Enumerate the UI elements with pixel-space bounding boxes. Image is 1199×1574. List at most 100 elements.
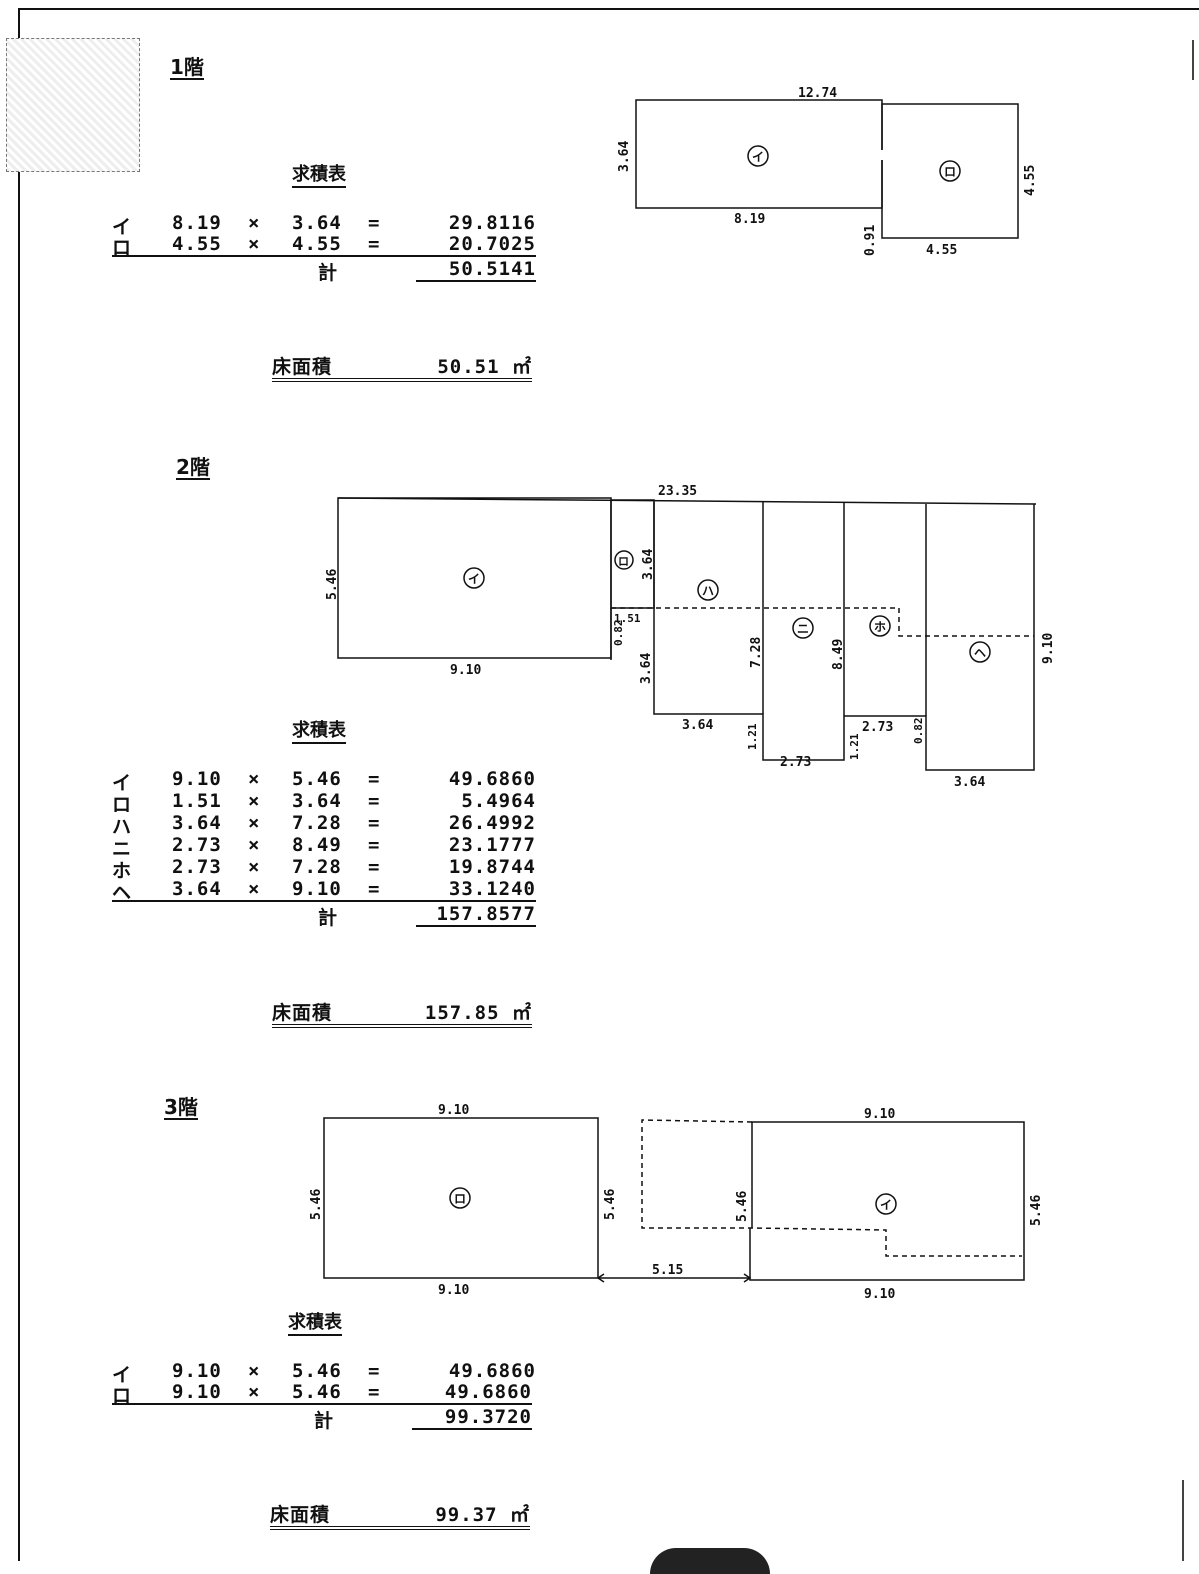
- plan3-dim-i-top: 9.10: [864, 1107, 895, 1122]
- floor-1-row: ロ 4.55 × 4.55 = 20.7025: [112, 233, 536, 259]
- row-symbol: イ: [112, 1364, 133, 1386]
- plan2-dim-121-b: 1.21: [848, 733, 861, 760]
- plan2-dim-ha-width: 3.64: [682, 718, 713, 733]
- diagram-floor-2: 23.35 5.46 9.10 1.51 3.64 0.82 3.64 3.64…: [325, 484, 1056, 790]
- floor-2-label: 2階: [176, 455, 210, 480]
- floor-3-label: 3階: [164, 1095, 198, 1120]
- plan2-symbol-i-circle: [463, 567, 485, 589]
- plan3-dim-ro-top: 9.10: [438, 1103, 469, 1118]
- row-symbol: ロ: [112, 794, 133, 816]
- floor-2-total: 計 157.8577: [318, 903, 536, 929]
- plan2-dim-i-height: 5.46: [325, 569, 340, 600]
- plan2-dim-he-width: 3.64: [954, 775, 985, 790]
- row-symbol: イ: [112, 216, 133, 238]
- diagram-floor-3: 9.10 9.10 5.46 5.46 5.15 9.10 9.10 5.46 …: [309, 1103, 1044, 1302]
- plan2-dim-i-width: 9.10: [450, 663, 481, 678]
- plan3-symbol-ro: ロ: [454, 1192, 466, 1206]
- plan1-dim-i-height: 3.64: [617, 141, 632, 172]
- plan2-symbol-ha-circle: [697, 579, 719, 601]
- floor-3-floor-area: 床面積 99.37 ㎡: [270, 1500, 530, 1530]
- row-symbol: ホ: [112, 860, 133, 882]
- floor-1-floor-area: 床面積 50.51 ㎡: [272, 352, 532, 382]
- frame-top-border: [18, 8, 1199, 10]
- plan3-dim-i-left: 5.46: [735, 1191, 750, 1222]
- plan1-dim-ro-width: 4.55: [926, 243, 957, 258]
- plan2-symbol-ro-circle: [614, 550, 634, 570]
- diagram-floor-1: 12.74 3.64 8.19 0.91 4.55 4.55 イ ロ: [617, 86, 1038, 258]
- plan2-dim-ro-width: 1.51: [614, 612, 641, 625]
- frame-left-border: [18, 8, 20, 1561]
- plan2-symbol-ha: ハ: [702, 584, 714, 598]
- plan3-dim-gap: 5.15: [652, 1263, 683, 1278]
- plan2-dim-082: 0.82: [612, 620, 625, 647]
- plan2-symbol-i: イ: [468, 572, 480, 586]
- plan2-dim-082-b: 0.82: [912, 718, 925, 745]
- row-symbol: ロ: [112, 1385, 133, 1407]
- plan2-dim-ro-height: 3.64: [641, 549, 656, 580]
- plan2-dim-ha-height: 7.28: [749, 637, 764, 668]
- plan2-dim-he-height: 9.10: [1041, 633, 1056, 664]
- plan2-symbol-ni-circle: [792, 617, 814, 639]
- plan1-symbol-ro-circle: [939, 160, 961, 182]
- floor-3-row: ロ 9.10 × 5.46 = 49.6860: [112, 1381, 532, 1407]
- plan1-symbol-ro: ロ: [944, 165, 956, 179]
- plan1-symbol-i: イ: [752, 150, 764, 164]
- plan2-symbol-ho: ホ: [874, 620, 886, 634]
- plan3-arrow-left: [596, 1273, 605, 1283]
- floor-2-row: ホ 2.73 × 7.28 = 19.8744: [112, 856, 536, 882]
- frame-right-mark-bottom: [1182, 1480, 1184, 1561]
- plan2-symbol-ni: ニ: [797, 622, 809, 636]
- plan3-symbol-i: イ: [880, 1198, 892, 1212]
- plan2-top-line: [337, 497, 1037, 505]
- floor-1-row: イ 8.19 × 3.64 = 29.8116: [112, 212, 536, 238]
- floor-2-table-header: 求積表: [292, 720, 346, 744]
- floor-3-row: イ 9.10 × 5.46 = 49.6860: [112, 1360, 536, 1386]
- plan3-dim-i-bottom: 9.10: [864, 1287, 895, 1302]
- plan2-dim-ni-height: 8.49: [831, 639, 846, 670]
- plan3-dim-ro-left: 5.46: [309, 1189, 324, 1220]
- plan3-arrow-right: [743, 1273, 752, 1283]
- floor-3-table-header: 求積表: [288, 1312, 342, 1336]
- plan2-symbol-ho-circle: [869, 615, 891, 637]
- floor-2-row: ニ 2.73 × 8.49 = 23.1777: [112, 834, 536, 860]
- plan1-dim-ro-height: 4.55: [1023, 165, 1038, 196]
- plan3-dim-i-right: 5.46: [1029, 1195, 1044, 1226]
- plan2-symbol-he-circle: [969, 641, 991, 663]
- seal-stamp: [6, 38, 140, 172]
- plan1-area-ro: [881, 103, 1019, 239]
- floor-2-row: ロ 1.51 × 3.64 = 5.4964: [112, 790, 536, 816]
- plan3-symbol-i-circle: [875, 1193, 897, 1215]
- plan2-symbol-ro: ロ: [618, 555, 629, 568]
- plan3-dashed-line: [641, 1119, 1022, 1257]
- plan1-dim-overall: 12.74: [798, 86, 837, 101]
- plan3-area-ro: [323, 1117, 599, 1279]
- plan2-symbol-he: ヘ: [974, 646, 986, 660]
- plan2-outline: [653, 502, 1035, 771]
- floor-1-total: 計 50.5141: [318, 258, 536, 284]
- plan2-dim-ho-width: 2.73: [862, 720, 893, 735]
- floor-1-label: 1階: [170, 55, 204, 80]
- floor-1-table-header: 求積表: [292, 164, 346, 188]
- floor-3-total: 計 99.3720: [314, 1406, 532, 1432]
- row-symbol: ハ: [112, 816, 133, 838]
- plan3-dim-ro-bottom: 9.10: [438, 1283, 469, 1298]
- row-symbol: イ: [112, 772, 133, 794]
- plan3-symbol-ro-circle: [449, 1187, 471, 1209]
- floor-2-row: ハ 3.64 × 7.28 = 26.4992: [112, 812, 536, 838]
- plan1-dim-i-width: 8.19: [734, 212, 765, 227]
- plan2-dim-overall: 23.35: [658, 484, 697, 499]
- plan2-dashed-line: [611, 607, 1034, 637]
- plan2-dim-121-a: 1.21: [746, 723, 759, 750]
- floor-2-floor-area: 床面積 157.85 ㎡: [272, 998, 532, 1028]
- plan2-dim-ni-width: 2.73: [780, 755, 811, 770]
- floor-2-row: ヘ 3.64 × 9.10 = 33.1240: [112, 878, 536, 904]
- plan3-area-i: [749, 1121, 1025, 1281]
- plan1-symbol-i-circle: [747, 145, 769, 167]
- plan3-dim-ro-right: 5.46: [603, 1189, 618, 1220]
- row-symbol: ロ: [112, 237, 133, 259]
- frame-right-mark: [1192, 40, 1194, 80]
- row-symbol: ヘ: [112, 882, 133, 904]
- plan2-dim-364-v: 3.64: [639, 653, 654, 684]
- row-symbol: ニ: [112, 838, 133, 860]
